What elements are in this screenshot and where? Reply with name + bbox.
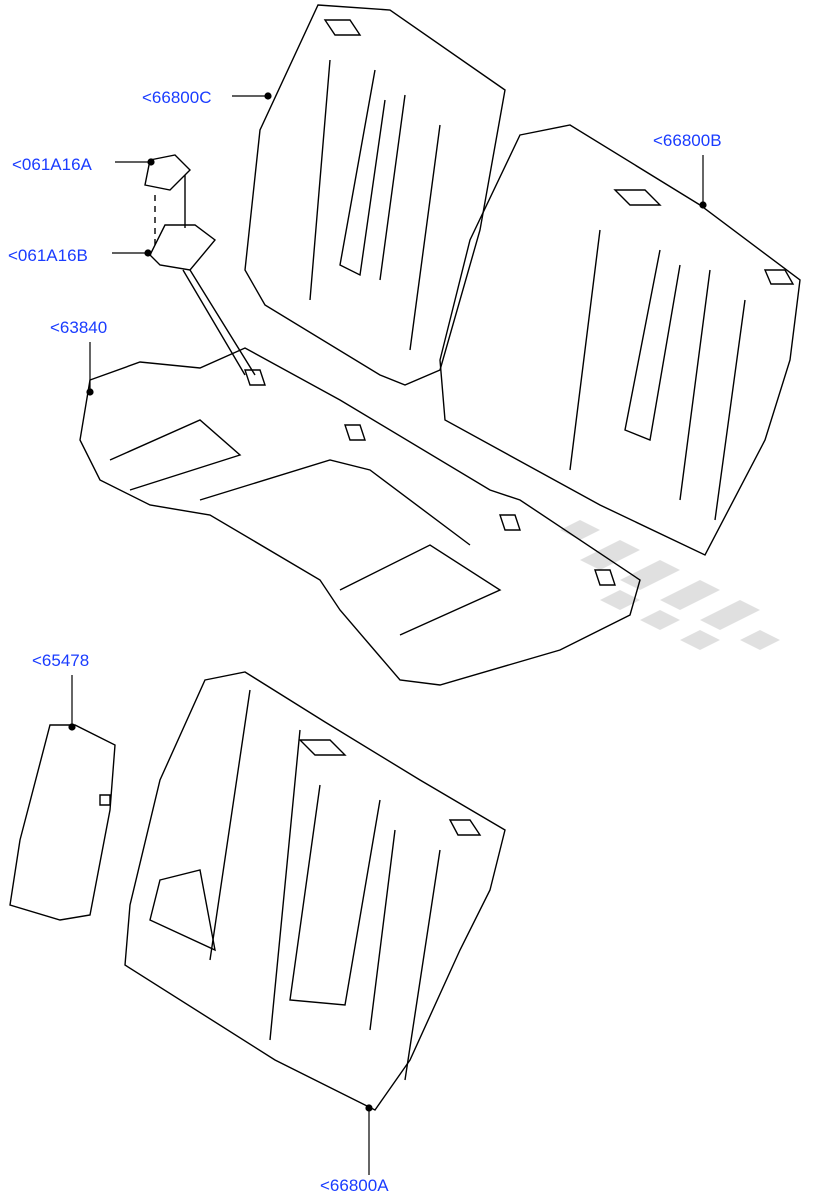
leader-lines bbox=[68, 92, 707, 1175]
callout-061A16B[interactable]: <061A16B bbox=[8, 246, 88, 265]
part-66800C-backrest-pad[interactable] bbox=[244, 4, 506, 386]
part-66800A-backrest-pad[interactable] bbox=[124, 671, 506, 1111]
callout-66800A[interactable]: <66800A bbox=[320, 1176, 389, 1195]
callout-65478[interactable]: <65478 bbox=[32, 651, 90, 670]
callout-66800C[interactable]: <66800C bbox=[142, 88, 212, 107]
callout-63840[interactable]: <63840 bbox=[50, 318, 108, 337]
watermark-checker-flag bbox=[560, 520, 780, 650]
part-061A16B-bezel[interactable] bbox=[149, 175, 256, 376]
part-65478-armrest[interactable] bbox=[9, 724, 116, 921]
callout-061A16A[interactable]: <061A16A bbox=[12, 155, 92, 174]
callout-66800B[interactable]: <66800B bbox=[653, 131, 722, 150]
part-63840-seat-cushion[interactable] bbox=[79, 347, 641, 686]
part-061A16A-clip[interactable] bbox=[144, 154, 191, 191]
part-66800B-backrest-pad[interactable] bbox=[439, 124, 801, 556]
